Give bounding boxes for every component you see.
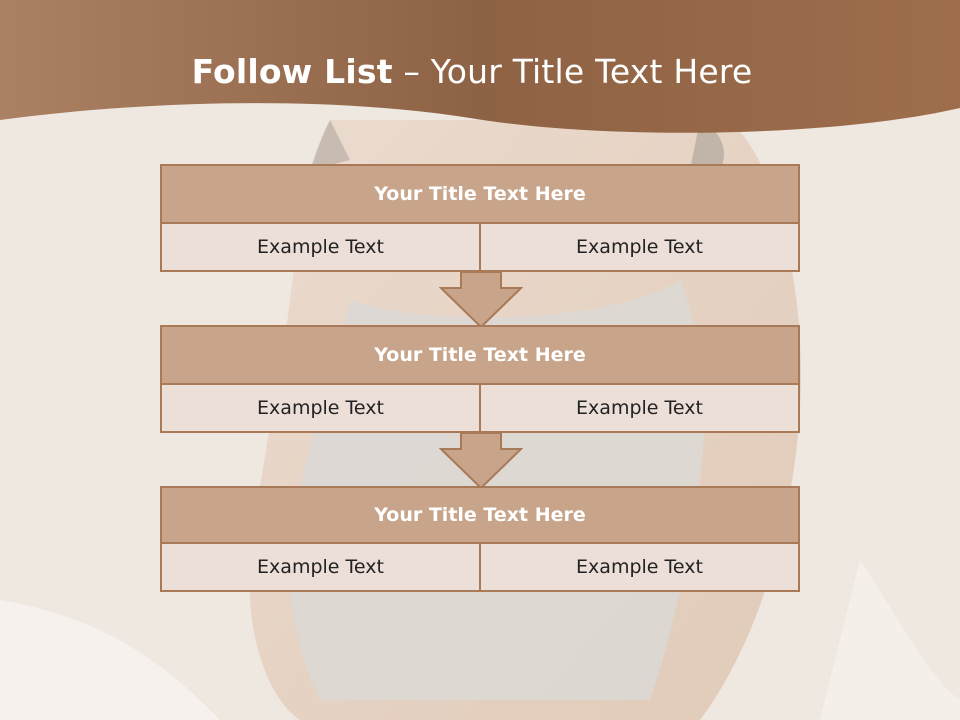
title-rest-part: – Your Title Text Here — [392, 52, 753, 91]
step-box-3: Your Title Text Here Example Text Exampl… — [160, 486, 800, 592]
step-row: Example Text Example Text — [162, 385, 798, 431]
title-bold-part: Follow List — [191, 52, 393, 91]
step-right-text: Example Text — [479, 544, 798, 590]
step-left-text: Example Text — [257, 556, 384, 578]
step-box-1: Your Title Text Here Example Text Exampl… — [160, 164, 800, 272]
step-left-text: Example Text — [257, 397, 384, 419]
step-heading: Your Title Text Here — [162, 327, 798, 385]
step-right-text: Example Text — [479, 385, 798, 431]
step-heading: Your Title Text Here — [162, 166, 798, 224]
slide-title: Follow List – Your Title Text Here — [0, 52, 944, 91]
step-row: Example Text Example Text — [162, 544, 798, 590]
step-left-text: Example Text — [257, 236, 384, 258]
down-arrow-icon — [439, 432, 523, 490]
step-row: Example Text Example Text — [162, 224, 798, 270]
step-right-text: Example Text — [479, 224, 798, 270]
step-heading: Your Title Text Here — [162, 488, 798, 544]
down-arrow-icon — [439, 271, 523, 329]
step-box-2: Your Title Text Here Example Text Exampl… — [160, 325, 800, 433]
